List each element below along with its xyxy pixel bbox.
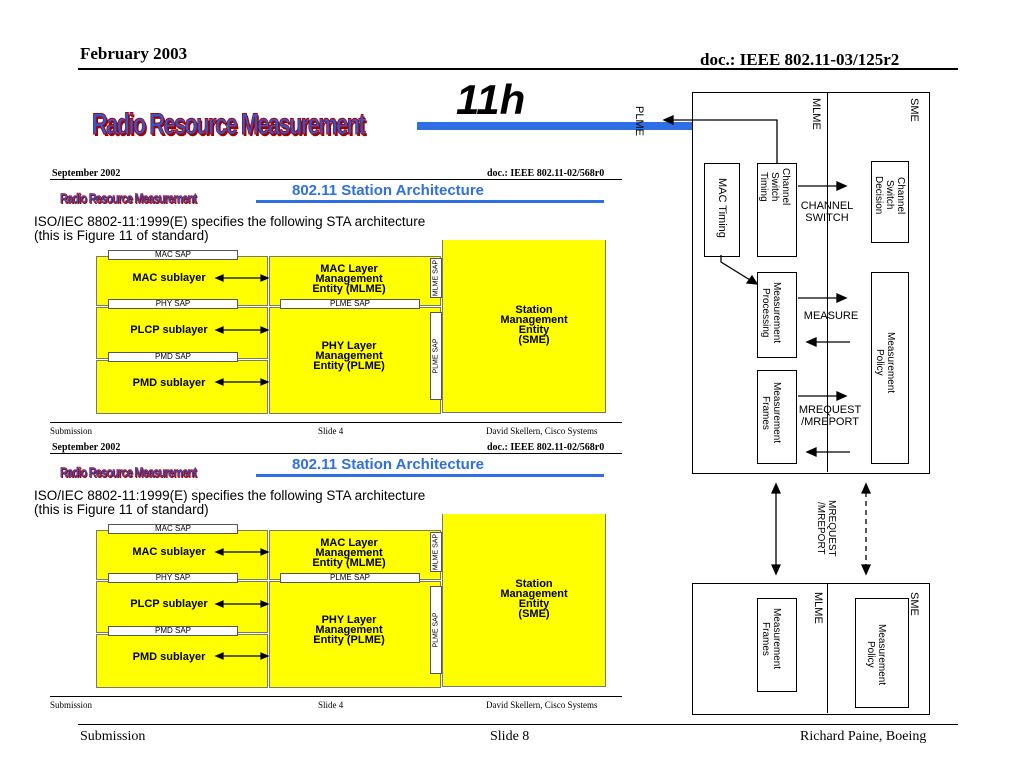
measure-primitive: MEASURE: [803, 310, 859, 322]
mac-timing-box: [704, 163, 740, 257]
mini-title-bar: [256, 200, 604, 203]
mini-mlme-label: MAC Layer Management Entity (MLME): [312, 537, 386, 569]
mini-mac-sublayer-block: [96, 530, 268, 580]
mini-mlme-sap-vertical: MLME SAP: [430, 532, 442, 572]
mini-footer-center: Slide 4: [318, 426, 344, 436]
sme-label: SME: [908, 98, 920, 122]
mini-plme-sap-vertical: PLME SAP: [430, 586, 442, 674]
title-bar: [417, 122, 930, 130]
mini-footer-rule: [50, 422, 622, 423]
mini-mac-sap: MAC SAP: [108, 250, 238, 260]
mini-pmd-sublayer-block: [96, 360, 268, 414]
channel-switch-decision-label: Channel Switch Decision: [873, 176, 906, 215]
lower-mlme-label: MLME: [812, 592, 824, 624]
mini-mac-sublayer: MAC sublayer: [132, 546, 206, 558]
mini-sme-block: [442, 514, 606, 687]
mini-plme-block: [269, 581, 441, 688]
footer-author: Richard Paine, Boeing: [800, 729, 927, 744]
mini-mac-sublayer: MAC sublayer: [132, 272, 206, 284]
mini-plcp-sublayer: PLCP sublayer: [130, 324, 208, 336]
mini-footer-rule: [50, 696, 622, 697]
mini-footer-left: Submission: [50, 426, 93, 436]
mini-sme-label: Station Management Entity (SME): [500, 578, 568, 620]
mini-rrm-title: Radio Resource Measurement: [60, 464, 197, 481]
channel-switch-timing-box: [757, 163, 797, 257]
mini-plme-label: PHY Layer Management Entity (PLME): [313, 340, 385, 372]
mini-rrm-title: Radio Resource Measurement: [60, 190, 197, 207]
mini-mac-sap: MAC SAP: [108, 524, 238, 534]
mlme-label: MLME: [810, 98, 822, 130]
lower-measurement-policy-box: [855, 598, 909, 708]
mini-title-bar: [256, 474, 604, 477]
lower-measurement-policy-label: Measurement Policy: [865, 624, 887, 686]
mini-plme-sap-vertical: PLME SAP: [430, 312, 442, 400]
header-rule: [78, 68, 958, 70]
measurement-policy-label: Measurement Policy: [874, 332, 896, 394]
slide-heading: 11h: [456, 76, 526, 123]
measurement-policy-box: [871, 272, 909, 464]
lower-measurement-frames-label: Measurement Frames: [760, 608, 782, 670]
mini-arrows: [214, 548, 270, 660]
channel-switch-primitive: CHANNEL SWITCH: [800, 200, 854, 224]
plme-mlme-divider: [692, 92, 693, 472]
header-date: February 2003: [80, 44, 188, 63]
mini-phy-sap: PHY SAP: [108, 299, 238, 309]
mini-arch-title: 802.11 Station Architecture: [292, 182, 485, 199]
mini-plcp-sublayer-block: [96, 581, 268, 633]
mini-sme-label: Station Management Entity (SME): [500, 304, 568, 346]
mini-sme-block: [442, 240, 606, 413]
mini-pmd-sap: PMD SAP: [108, 352, 238, 362]
lower-mlme-sme-divider: [827, 583, 828, 713]
mini-footer-right: David Skellern, Cisco Systems: [486, 426, 598, 436]
lower-sme-label: SME: [908, 592, 920, 616]
header-doc-id: doc.: IEEE 802.11-03/125r2: [700, 50, 900, 69]
mlme-sme-divider: [827, 92, 828, 472]
mrequest-primitive: MREQUEST /MREPORT: [798, 404, 862, 428]
mini-footer-left: Submission: [50, 700, 93, 710]
measurement-processing-box: [757, 272, 797, 358]
mini-header-rule: [50, 453, 622, 454]
mini-plcp-sublayer: PLCP sublayer: [130, 598, 208, 610]
mini-doc-id: doc.: IEEE 802.11-02/568r0: [487, 168, 605, 179]
mini-date: September 2002: [52, 168, 121, 179]
rrm-title: Radio Resource Measurement: [92, 108, 366, 142]
mini-phy-sap: PHY SAP: [108, 573, 238, 583]
mini-mlme-sap-vertical: MLME SAP: [430, 258, 442, 298]
footer-rule: [78, 724, 958, 725]
mini-plme-sap: PLME SAP: [280, 299, 420, 309]
mini-plme-sap: PLME SAP: [280, 573, 420, 583]
mini-iso-text: ISO/IEC 8802-11:1999(E) specifies the fo…: [34, 214, 426, 243]
embedded-slide-2: September 2002 doc.: IEEE 802.11-02/568r…: [34, 442, 622, 712]
measurement-processing-label: Measurement Processing: [760, 282, 782, 344]
mrequest-vertical-label: MREQUEST /MREPORT: [815, 500, 837, 557]
mini-mlme-label: MAC Layer Management Entity (MLME): [312, 263, 386, 295]
footer-slide-number: Slide 8: [490, 729, 530, 744]
mini-doc-id: doc.: IEEE 802.11-02/568r0: [487, 442, 605, 453]
mini-date: September 2002: [52, 442, 121, 453]
channel-switch-decision-box: [871, 161, 909, 243]
lower-measurement-frames-box: [757, 598, 797, 692]
plme-label: PLME: [633, 106, 645, 136]
mini-footer-right: David Skellern, Cisco Systems: [486, 700, 598, 710]
mini-pmd-sublayer: PMD sublayer: [132, 651, 206, 663]
mac-timing-label: MAC Timing: [716, 178, 728, 238]
embedded-slide-1: September 2002 doc.: IEEE 802.11-02/568r…: [34, 168, 622, 438]
measurement-frames-box: [757, 370, 797, 464]
channel-switch-timing-label: Channel Switch Timing: [758, 168, 791, 206]
mini-arrows: [214, 274, 270, 386]
mini-footer-center: Slide 4: [318, 700, 344, 710]
measurement-frames-label: Measurement Frames: [760, 382, 782, 444]
mini-header-rule: [50, 179, 622, 180]
mini-plme-label: PHY Layer Management Entity (PLME): [313, 614, 385, 646]
mini-iso-text: ISO/IEC 8802-11:1999(E) specifies the fo…: [34, 488, 426, 517]
mini-arch-title: 802.11 Station Architecture: [292, 456, 485, 473]
mini-pmd-sublayer: PMD sublayer: [132, 377, 206, 389]
mini-pmd-sap: PMD SAP: [108, 626, 238, 636]
footer-submission: Submission: [80, 729, 146, 744]
